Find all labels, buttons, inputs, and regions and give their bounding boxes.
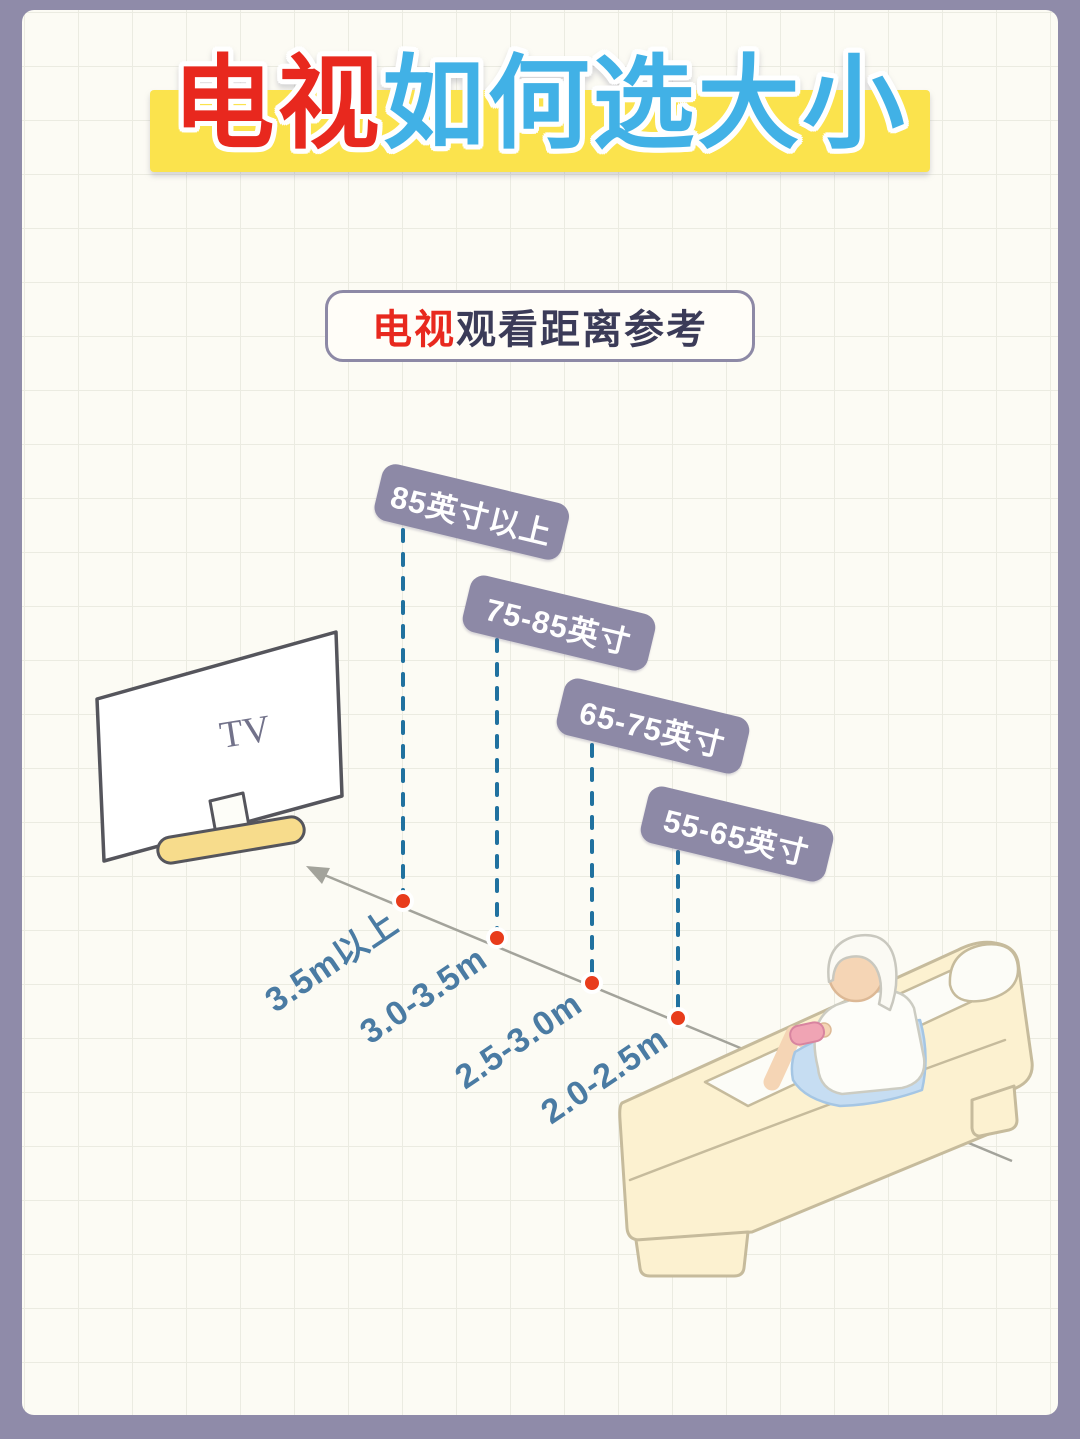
distance-dot-3 bbox=[581, 972, 603, 994]
tv-screen-label: TV bbox=[217, 707, 274, 756]
distance-dots bbox=[392, 890, 689, 1029]
distance-dot-1 bbox=[392, 890, 414, 912]
tv-illustration: TV bbox=[95, 630, 344, 865]
title-red-part: 电视 bbox=[172, 47, 383, 161]
sofa-armrest-cushion bbox=[948, 943, 1020, 1003]
subtitle-red-part: 电视 bbox=[372, 308, 456, 352]
title-text: 电视如何选大小 bbox=[0, 46, 1080, 163]
page-title: 电视如何选大小 bbox=[0, 46, 1080, 196]
title-blue-part: 如何选大小 bbox=[382, 47, 908, 161]
person-arm bbox=[827, 1007, 893, 1033]
tv-stand-base bbox=[156, 815, 306, 865]
game-controller bbox=[789, 1021, 826, 1046]
dashed-leader-lines bbox=[401, 528, 680, 1014]
tv-screen bbox=[95, 630, 344, 863]
grid-panel bbox=[22, 10, 1058, 1415]
subtitle-dark-part: 观看距离参考 bbox=[456, 308, 708, 352]
distance-dot-4 bbox=[667, 1007, 689, 1029]
sofa-foot-right bbox=[970, 1084, 1019, 1138]
sofa-seat-crease bbox=[628, 1038, 1007, 1182]
subtitle-badge: 电视观看距离参考 bbox=[325, 290, 755, 362]
person-hair bbox=[827, 933, 898, 1012]
person-illustration bbox=[763, 933, 927, 1108]
sofa-foot-left bbox=[634, 1230, 750, 1278]
axis-arrowhead-icon bbox=[306, 866, 330, 884]
title-highlight-bar bbox=[150, 90, 930, 172]
distance-dot-2 bbox=[486, 927, 508, 949]
sofa-illustration bbox=[618, 933, 1034, 1278]
